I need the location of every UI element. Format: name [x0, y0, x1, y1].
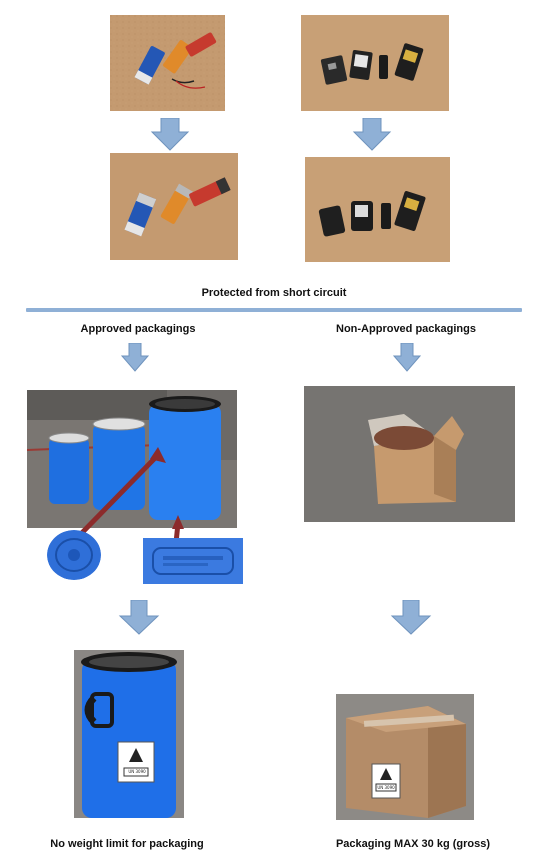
caption-no-weight-limit: No weight limit for packaging	[50, 838, 204, 850]
caption-protected: Protected from short circuit	[201, 287, 347, 299]
caption-approved: Approved packagings	[80, 323, 196, 335]
arrow-down-icon	[352, 118, 392, 151]
photo-batteries-loose-left	[110, 15, 225, 111]
photo-un-marking-rect	[143, 538, 243, 584]
drum-label-text: UN 3090	[128, 769, 146, 774]
caption-non-approved: Non-Approved packagings	[336, 323, 476, 335]
arrow-down-icon	[118, 600, 160, 635]
photo-phone-batteries-loose-right	[301, 15, 449, 111]
photo-drum-labelled	[74, 650, 184, 818]
arrow-down-icon	[392, 343, 422, 372]
caption-max-weight: Packaging MAX 30 kg (gross)	[335, 838, 491, 850]
pointer-lines	[70, 447, 184, 545]
photo-phone-batteries-protected-right	[305, 157, 450, 262]
photo-batteries-protected-left	[110, 153, 238, 260]
photo-approved-drums	[27, 390, 237, 528]
box-label-text: UN 3090	[377, 785, 395, 790]
arrow-down-icon	[150, 118, 190, 151]
arrow-down-icon	[120, 343, 150, 372]
arrow-down-icon	[390, 600, 432, 635]
photo-un-stamp-round	[47, 530, 101, 580]
photo-non-approved-box	[304, 386, 515, 522]
photo-box-labelled	[336, 694, 474, 820]
section-divider	[26, 308, 522, 312]
